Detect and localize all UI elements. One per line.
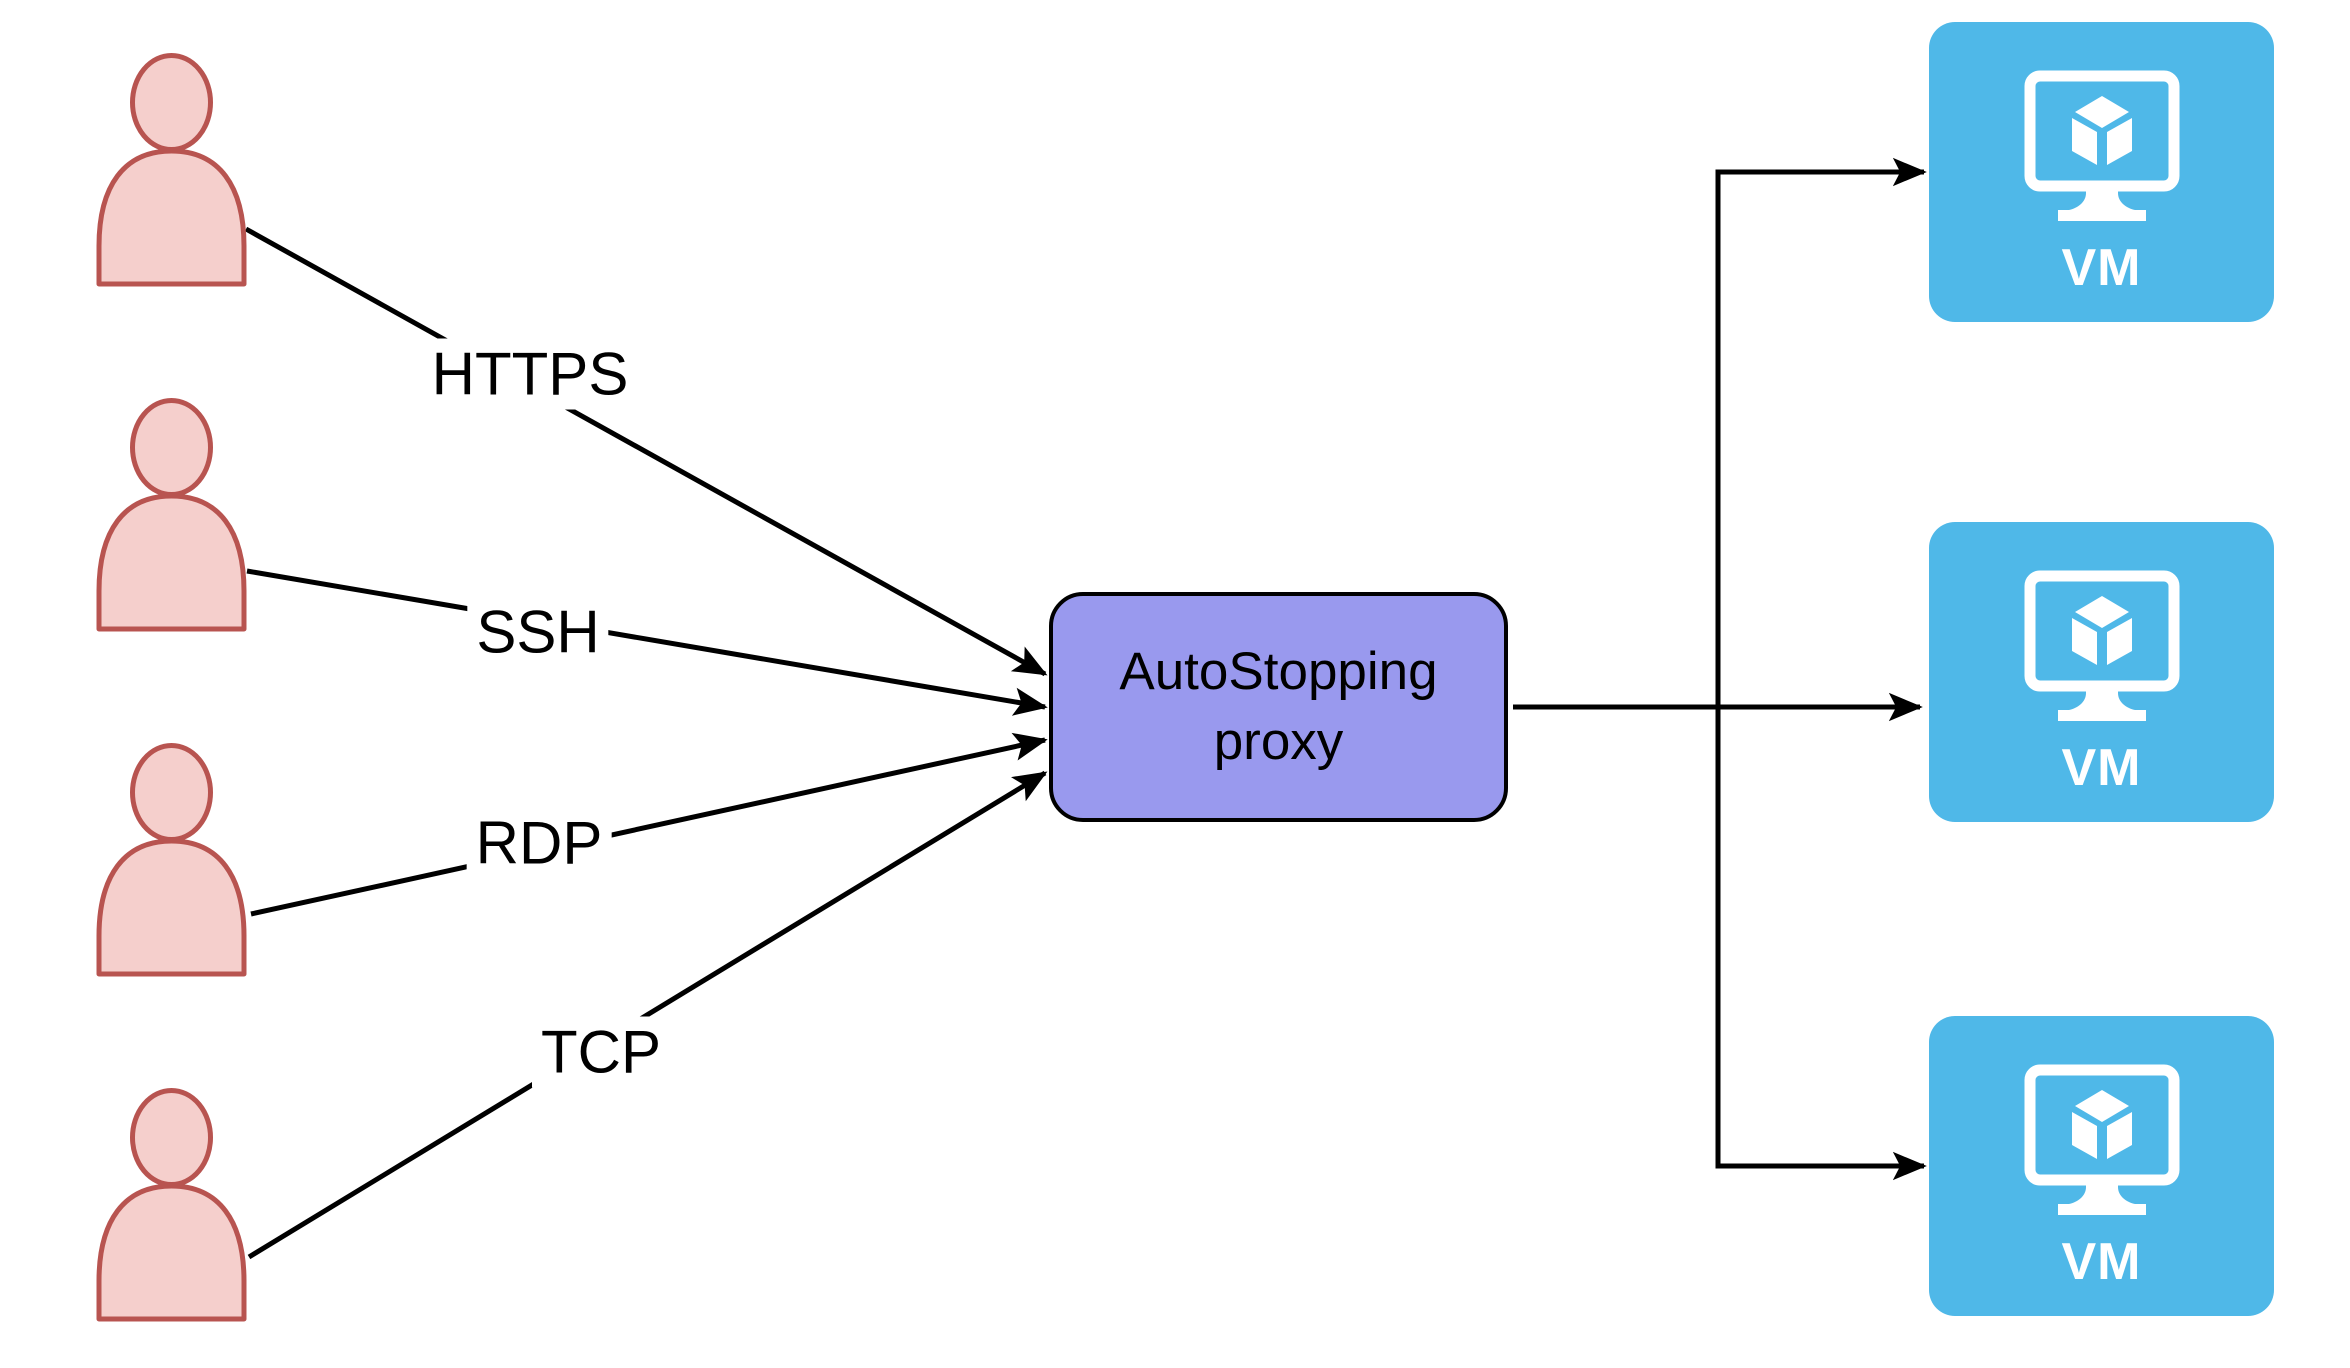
vm-node-2: VM [1929, 522, 2274, 822]
edge-label-ssh: SSH [467, 596, 609, 668]
edge-user3-proxy-rdp [250, 732, 1048, 917]
person-icon [96, 398, 247, 632]
vm-monitor-cube-icon [2024, 570, 2179, 721]
user-node-1 [95, 53, 248, 287]
proxy-label-line2: proxy [1213, 712, 1344, 771]
edge-user1-proxy-https [244, 226, 1048, 677]
person-icon [96, 1088, 247, 1322]
edge-user2-proxy-ssh [246, 568, 1048, 716]
proxy-label-line1: AutoStopping [1119, 641, 1438, 701]
edge-label-https: HTTPS [422, 338, 638, 410]
user-node-3 [95, 743, 248, 977]
vm-label: VM [2061, 739, 2142, 797]
edge-label-tcp: TCP [532, 1016, 670, 1088]
edge-label-rdp: RDP [466, 807, 612, 879]
person-icon [96, 743, 247, 977]
vm-monitor-cube-icon [2024, 70, 2179, 221]
edge-user4-proxy-tcp [247, 770, 1048, 1260]
autostopping-proxy-node: AutoStopping proxy [1049, 592, 1508, 822]
user-node-4 [95, 1088, 248, 1322]
vm-label: VM [2061, 239, 2142, 297]
person-icon [96, 53, 247, 287]
vm-node-1: VM [1929, 22, 2274, 322]
vm-label: VM [2061, 1233, 2142, 1291]
vm-node-3: VM [1929, 1016, 2274, 1316]
vm-monitor-cube-icon [2024, 1064, 2179, 1215]
user-node-2 [95, 398, 248, 632]
